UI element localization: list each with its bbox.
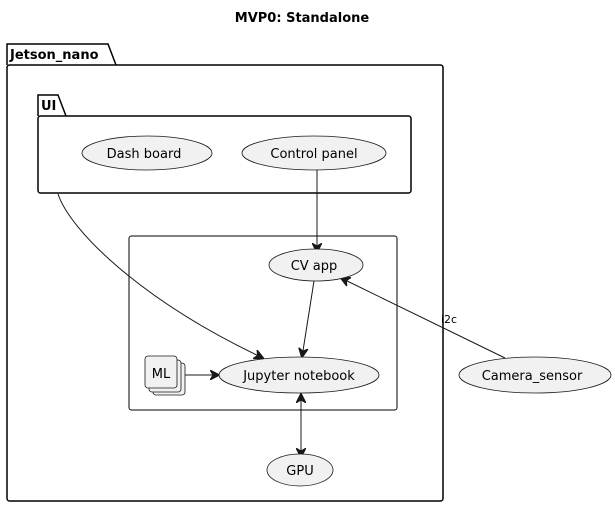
package-ui: UI bbox=[37, 94, 412, 194]
package-label-jetson-nano: Jetson_nano bbox=[9, 48, 99, 63]
edge-cv-to-jupyter bbox=[302, 280, 315, 357]
node-label-cv-app: CV app bbox=[291, 259, 338, 274]
node-label-control-panel: Control panel bbox=[270, 147, 357, 162]
node-dashboard: Dash board bbox=[81, 135, 213, 171]
edge-ui-to-jupyter bbox=[57, 193, 263, 358]
edge-label-i2c: i2c bbox=[441, 313, 457, 326]
inner-group-box bbox=[128, 235, 398, 411]
package-label-ui: UI bbox=[41, 99, 56, 114]
node-label-jupyter-notebook: Jupyter notebook bbox=[242, 369, 355, 384]
node-ml: ML bbox=[144, 355, 186, 396]
node-label-gpu: GPU bbox=[286, 464, 313, 479]
node-cv-app: CV app bbox=[268, 248, 364, 282]
node-control-panel: Control panel bbox=[241, 135, 387, 171]
node-camera-sensor: Camera_sensor bbox=[458, 356, 612, 394]
node-label-dashboard: Dash board bbox=[107, 147, 182, 162]
node-jupyter-notebook: Jupyter notebook bbox=[218, 356, 380, 394]
package-jetson-nano: Jetson_nano bbox=[6, 43, 444, 502]
diagram-title: MVP0: Standalone bbox=[235, 11, 370, 26]
node-gpu: GPU bbox=[266, 453, 334, 487]
edge-camera-to-cv bbox=[341, 278, 506, 359]
node-label-ml: ML bbox=[152, 367, 171, 382]
node-label-camera-sensor: Camera_sensor bbox=[482, 369, 583, 384]
